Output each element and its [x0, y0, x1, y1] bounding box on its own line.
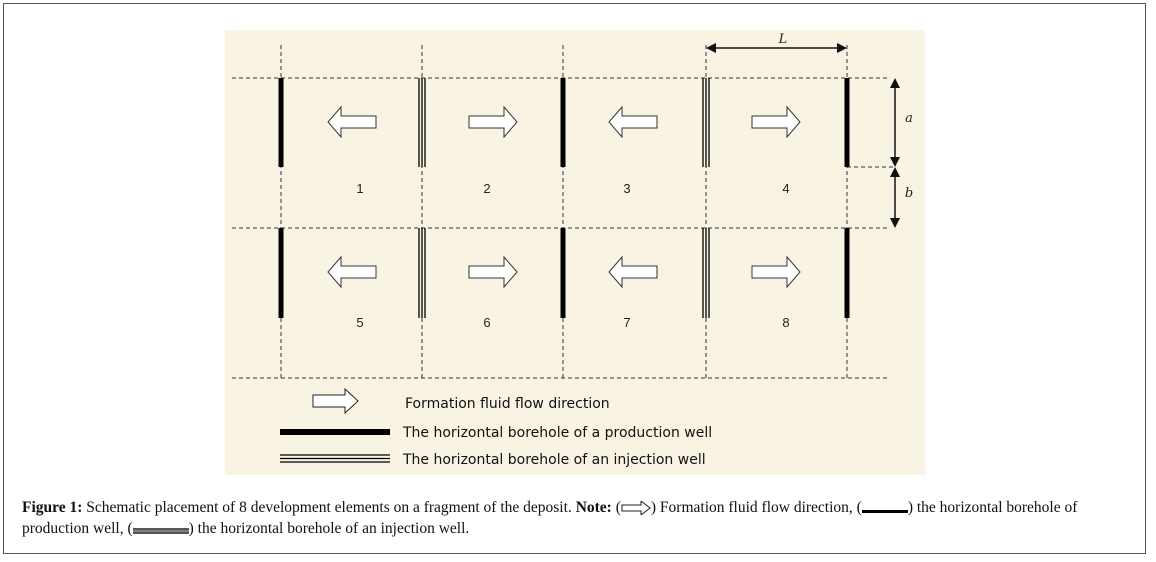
- injection-well: [418, 78, 426, 167]
- element-number: 5: [356, 315, 363, 330]
- production-well: [278, 228, 284, 318]
- flow-arrow-icon: [312, 387, 359, 415]
- production-well: [560, 228, 566, 318]
- element-number: 3: [623, 181, 630, 196]
- production-well: [278, 78, 284, 167]
- wells: [278, 78, 850, 318]
- dimension-L: [706, 43, 847, 53]
- flow-arrow-icon: [621, 501, 651, 516]
- dimension-label-L: L: [778, 32, 788, 47]
- production-well: [560, 78, 566, 167]
- flow-arrow-right-icon: [468, 255, 518, 289]
- dimension-label-a: a: [905, 111, 913, 126]
- element-number: 6: [483, 315, 490, 330]
- flow-arrows: [327, 105, 801, 289]
- legend-label-flow: Formation fluid flow direction: [405, 396, 610, 412]
- injection-well: [702, 228, 710, 318]
- figure-caption: Figure 1: Schematic placement of 8 devel…: [22, 499, 1078, 537]
- caption-note-2: ) the horizontal borehole of production …: [22, 499, 1078, 537]
- injection-well: [418, 228, 426, 318]
- injection-well: [702, 78, 710, 167]
- injection-well-line-icon: [132, 528, 189, 535]
- injection-well-line-icon: [280, 454, 390, 463]
- flow-arrow-right-icon: [751, 255, 801, 289]
- caption-note-1: ) Formation fluid flow direction, (: [650, 499, 862, 516]
- element-number: 7: [623, 315, 630, 330]
- flow-arrow-left-icon: [327, 105, 377, 139]
- flow-arrow-left-icon: [608, 255, 658, 289]
- element-numbers: 1 2 3 4 5 6 7 8: [356, 181, 789, 330]
- production-well: [844, 228, 850, 318]
- legend-label-production: The horizontal borehole of a production …: [402, 425, 712, 441]
- flow-arrow-right-icon: [751, 105, 801, 139]
- element-number: 8: [782, 315, 789, 330]
- flow-arrow-right-icon: [468, 105, 518, 139]
- legend-label-injection: The horizontal borehole of an injection …: [402, 452, 706, 468]
- caption-label: Figure 1:: [22, 499, 83, 516]
- caption-text: Schematic placement of 8 development ele…: [82, 499, 576, 516]
- element-number: 4: [782, 181, 789, 196]
- flow-arrow-left-icon: [608, 105, 658, 139]
- element-number: 2: [483, 181, 490, 196]
- figure-frame: [3, 3, 1146, 554]
- caption-note-label: Note:: [575, 499, 612, 516]
- flow-arrow-left-icon: [327, 255, 377, 289]
- element-number: 1: [356, 181, 363, 196]
- dimension-label-b: b: [905, 186, 913, 201]
- legend: Formation fluid flow direction The horiz…: [280, 387, 712, 468]
- production-well: [844, 78, 850, 167]
- caption-note-3: ) the horizontal borehole of an injectio…: [188, 520, 470, 537]
- dimension-a-b: [847, 78, 900, 228]
- production-well-line-icon: [861, 510, 908, 514]
- production-well-line-icon: [280, 429, 390, 435]
